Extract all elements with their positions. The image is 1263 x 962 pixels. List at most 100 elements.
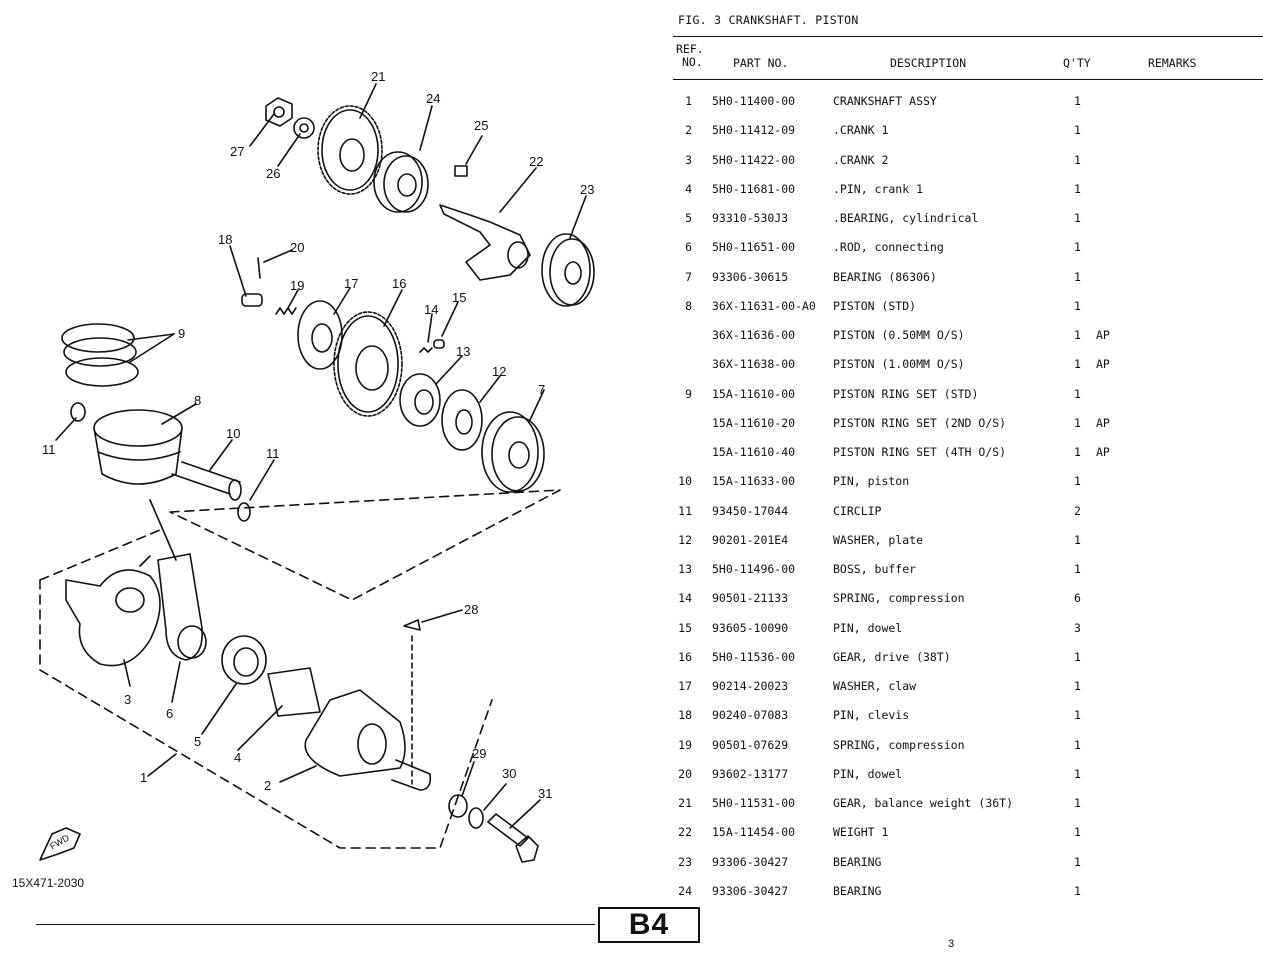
header-ref: REF. NO. <box>676 42 704 69</box>
description-cell: .CRANK 1 <box>833 123 889 138</box>
description-cell: BEARING (86306) <box>833 269 937 284</box>
needle-bearing-5 <box>221 635 267 685</box>
callout-29: 29 <box>472 746 486 761</box>
ref-cell: 10 <box>678 474 692 489</box>
callout-17: 17 <box>344 276 358 291</box>
dowel-pin-20 <box>257 257 261 279</box>
part-no-cell: 36X-11636-00 <box>712 328 796 342</box>
callout-3: 3 <box>124 692 131 707</box>
part-no-cell: 5H0-11681-00 <box>712 181 796 196</box>
description-cell: WASHER, plate <box>833 532 924 547</box>
crank-2 <box>65 569 161 667</box>
piston-8 <box>93 409 183 485</box>
callout-21: 21 <box>371 69 385 84</box>
key-25 <box>454 165 468 177</box>
ref-cell: 3 <box>685 152 692 167</box>
lock-washer-26 <box>293 117 315 139</box>
qty-cell: 1 <box>1074 123 1081 138</box>
ref-cell: 14 <box>678 591 692 606</box>
spring-19 <box>275 307 297 315</box>
description-cell: .ROD, connecting <box>833 240 944 255</box>
callout-15: 15 <box>452 290 466 305</box>
ref-cell: 16 <box>678 649 692 664</box>
qty-cell: 1 <box>1074 796 1081 810</box>
part-no-cell: 36X-11631-00-A0 <box>712 298 816 313</box>
callout-16: 16 <box>392 276 406 291</box>
part-no-cell: 15A-11633-00 <box>712 474 796 489</box>
part-no-cell: 93602-13177 <box>712 766 789 781</box>
header-qty: Q'TY <box>1063 56 1091 70</box>
part-no-cell: 93605-10090 <box>712 620 789 635</box>
page-number: 3 <box>948 938 955 950</box>
ref-cell: 24 <box>678 883 692 898</box>
part-no-cell: 90214-20023 <box>712 679 789 693</box>
ref-cell: 17 <box>678 679 692 693</box>
callout-9: 9 <box>178 326 185 341</box>
qty-cell: 1 <box>1074 152 1081 167</box>
callout-31: 31 <box>538 786 552 801</box>
part-no-cell: 5H0-11531-00 <box>712 796 796 810</box>
qty-cell: 1 <box>1074 240 1081 255</box>
ref-cell: 15 <box>678 620 692 635</box>
ref-cell: 21 <box>678 796 692 810</box>
part-no-cell: 93310-530J3 <box>712 211 789 225</box>
fwd-arrow-icon <box>39 827 81 861</box>
qty-cell: 1 <box>1074 649 1081 664</box>
header-bottom-rule <box>673 79 1263 80</box>
qty-cell: 1 <box>1074 883 1081 898</box>
crank-1 <box>304 689 432 791</box>
qty-cell: 1 <box>1074 357 1081 372</box>
qty-cell: 1 <box>1074 386 1081 401</box>
description-cell: PIN, dowel <box>833 620 903 635</box>
ref-cell: 12 <box>678 532 692 547</box>
qty-cell: 1 <box>1074 269 1081 284</box>
ref-cell: 19 <box>678 737 692 752</box>
description-cell: CRANKSHAFT ASSY <box>833 94 937 108</box>
callout-26: 26 <box>266 166 280 181</box>
piston-pin-10 <box>171 461 242 501</box>
assembly-boundary-lower <box>39 529 493 849</box>
qty-cell: 1 <box>1074 532 1081 547</box>
description-cell: .PIN, crank 1 <box>833 181 924 196</box>
parts-catalog: FIG. 3 CRANKSHAFT. PISTON REF. NO. PART … <box>668 0 1263 962</box>
part-no-cell: 93306-30427 <box>712 883 789 898</box>
callout-11-left: 11 <box>42 442 56 457</box>
dowel-pin-15 <box>433 339 445 349</box>
part-no-cell: 93306-30427 <box>712 854 789 869</box>
part-no-cell: 90240-07083 <box>712 708 789 723</box>
header-remarks: REMARKS <box>1148 56 1197 70</box>
ref-cell: 9 <box>685 386 692 401</box>
description-cell: SPRING, compression <box>833 737 965 752</box>
description-cell: BOSS, buffer <box>833 562 917 576</box>
part-no-cell: 5H0-11651-00 <box>712 240 796 255</box>
qty-cell: 1 <box>1074 708 1081 723</box>
ref-cell: 1 <box>685 94 692 108</box>
description-cell: PIN, clevis <box>833 708 910 723</box>
callout-27: 27 <box>230 144 244 159</box>
callout-7: 7 <box>538 382 545 397</box>
assembly-boundary-upper <box>169 489 561 601</box>
circlip-11-left <box>70 402 86 422</box>
qty-cell: 1 <box>1074 854 1081 869</box>
part-no-cell: 5H0-11496-00 <box>712 562 796 576</box>
qty-cell: 1 <box>1074 181 1081 196</box>
part-no-cell: 36X-11638-00 <box>712 357 796 372</box>
part-no-cell: 93306-30615 <box>712 269 789 284</box>
description-cell: BEARING <box>833 883 882 898</box>
callout-4: 4 <box>234 750 241 765</box>
callout-6: 6 <box>166 706 173 721</box>
washer-29 <box>448 794 468 818</box>
